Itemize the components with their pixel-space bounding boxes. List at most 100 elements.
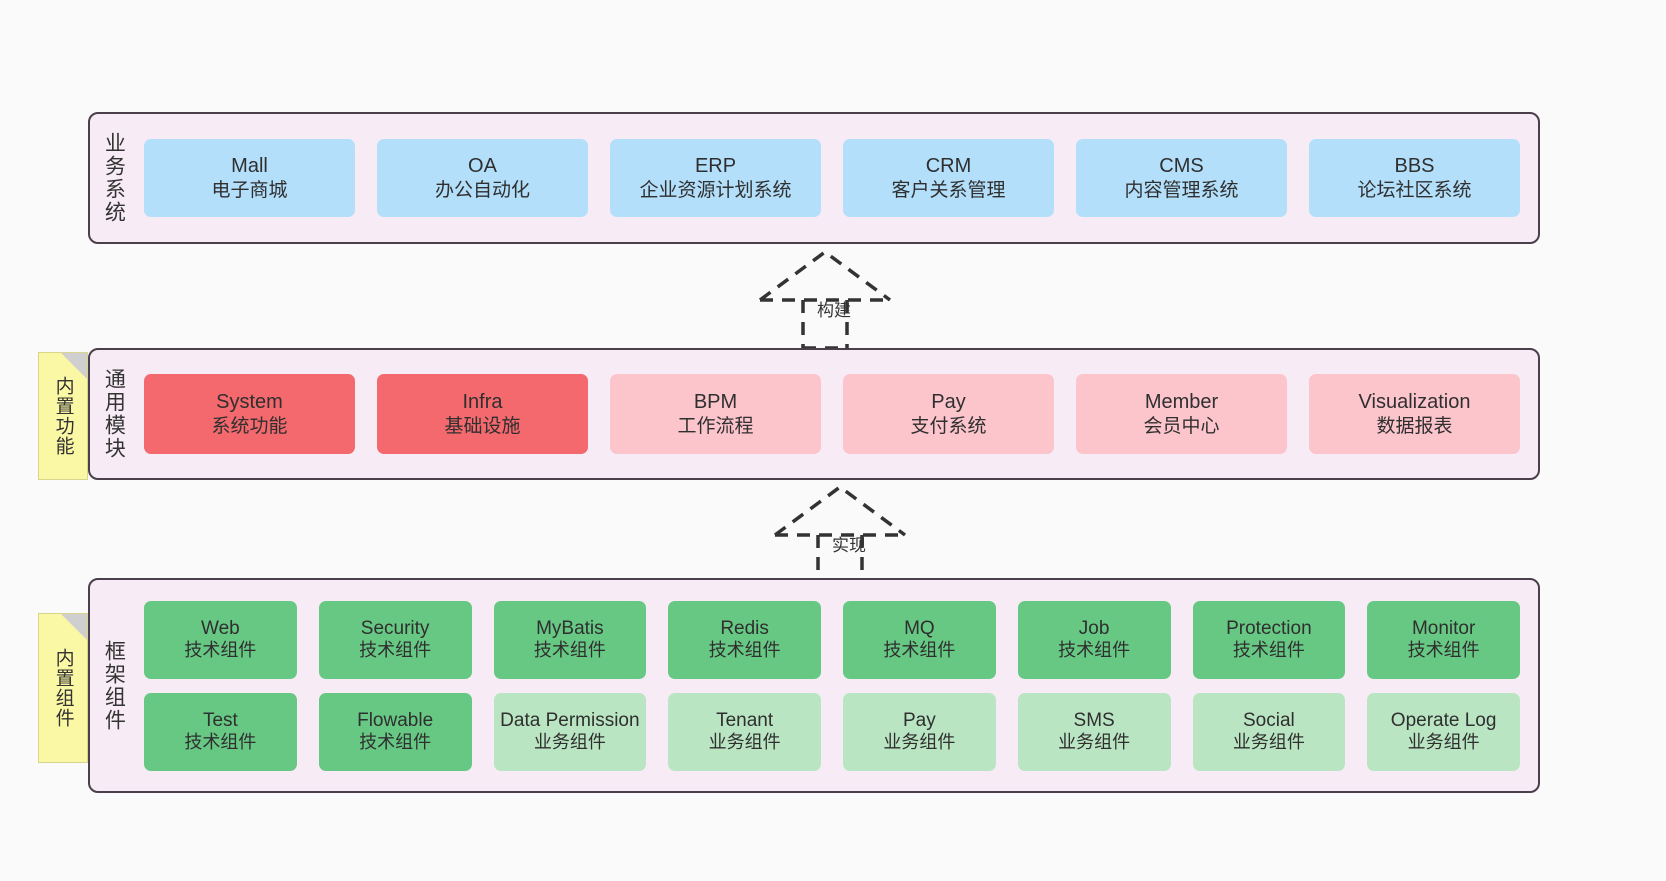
cell-title: Flowable — [357, 709, 434, 731]
cell-title: Test — [202, 709, 238, 731]
cell-title: Security — [360, 617, 430, 639]
cell-sms[interactable]: SMS 业务组件 — [1017, 692, 1171, 771]
layer-business-systems: 业务系统 Mall 电子商城 OA 办公自动化 ERP 企业资源计划系统 CRM… — [88, 112, 1540, 244]
cell-title: SMS — [1073, 709, 1115, 731]
cell-subtitle: 电子商城 — [211, 179, 288, 201]
cell-title: System — [216, 391, 283, 414]
cell-erp[interactable]: ERP 企业资源计划系统 — [610, 139, 821, 217]
note-builtin-components: 内置组件 — [38, 613, 88, 763]
cell-subtitle: 基础设施 — [444, 415, 521, 437]
page-fold-icon — [61, 353, 87, 379]
cell-subtitle: 技术组件 — [1232, 640, 1305, 661]
cell-subtitle: 业务组件 — [1407, 732, 1480, 753]
cell-data-permission[interactable]: Data Permission 业务组件 — [493, 692, 647, 771]
row-business-components: Test 技术组件 Flowable 技术组件 Data Permission … — [144, 692, 1520, 771]
cell-subtitle: 技术组件 — [708, 640, 781, 661]
page-fold-icon — [61, 614, 87, 640]
row-technical-components: Web 技术组件 Security 技术组件 MyBatis 技术组件 Redi… — [144, 600, 1520, 679]
cell-subtitle: 技术组件 — [359, 640, 432, 661]
arrow-label-implement: 实现 — [832, 536, 866, 555]
cell-subtitle: 业务组件 — [708, 732, 781, 753]
cell-web[interactable]: Web 技术组件 — [144, 600, 297, 679]
cell-pay-module[interactable]: Pay 支付系统 — [843, 374, 1054, 454]
cell-infra[interactable]: Infra 基础设施 — [377, 374, 588, 454]
cell-title: Member — [1144, 391, 1219, 414]
layer-common-modules: 通用模块 System 系统功能 Infra 基础设施 BPM 工作流程 Pay… — [88, 348, 1540, 480]
cell-subtitle: 技术组件 — [1407, 640, 1480, 661]
cell-title: Web — [201, 617, 240, 639]
cell-subtitle: 支付系统 — [910, 415, 987, 437]
cell-test[interactable]: Test 技术组件 — [144, 692, 297, 771]
cell-monitor[interactable]: Monitor 技术组件 — [1367, 600, 1520, 679]
cell-redis[interactable]: Redis 技术组件 — [668, 600, 821, 679]
cell-title: BBS — [1394, 155, 1435, 178]
cell-subtitle: 数据报表 — [1376, 415, 1453, 437]
note-text: 内置功能 — [52, 376, 74, 456]
cell-title: Pay — [931, 391, 966, 414]
cell-social[interactable]: Social 业务组件 — [1192, 692, 1346, 771]
cell-subtitle: 技术组件 — [184, 732, 257, 753]
cell-mybatis[interactable]: MyBatis 技术组件 — [493, 600, 647, 679]
cell-title: Tenant — [716, 709, 774, 731]
cell-title: ERP — [694, 155, 737, 178]
generalization-arrow-implement: 实现 — [770, 484, 940, 585]
cell-member[interactable]: Member 会员中心 — [1076, 374, 1287, 454]
cell-mq[interactable]: MQ 技术组件 — [843, 600, 996, 679]
cell-crm[interactable]: CRM 客户关系管理 — [843, 139, 1054, 217]
cell-title: Infra — [462, 391, 503, 414]
layer-title-common-modules: 通用模块 — [102, 368, 126, 460]
cell-subtitle: 业务组件 — [883, 732, 956, 753]
cell-job[interactable]: Job 技术组件 — [1017, 600, 1171, 679]
cell-subtitle: 内容管理系统 — [1124, 179, 1239, 201]
cell-subtitle: 技术组件 — [533, 640, 606, 661]
cell-tenant[interactable]: Tenant 业务组件 — [668, 692, 821, 771]
cell-title: MQ — [904, 617, 935, 639]
cell-title: Protection — [1226, 617, 1312, 639]
cell-title: OA — [468, 155, 497, 178]
cell-pay-component[interactable]: Pay 业务组件 — [843, 692, 996, 771]
layer-body-common-modules: System 系统功能 Infra 基础设施 BPM 工作流程 Pay 支付系统… — [136, 350, 1538, 478]
arrow-label-build: 构建 — [817, 301, 851, 320]
cell-mall[interactable]: Mall 电子商城 — [144, 139, 355, 217]
cell-bpm[interactable]: BPM 工作流程 — [610, 374, 821, 454]
cell-subtitle: 业务组件 — [533, 732, 606, 753]
cell-title: BPM — [693, 391, 738, 414]
cell-title: CRM — [925, 155, 972, 178]
cell-flowable[interactable]: Flowable 技术组件 — [318, 692, 472, 771]
cell-subtitle: 论坛社区系统 — [1357, 179, 1472, 201]
cell-subtitle: 技术组件 — [883, 640, 956, 661]
cell-title: Monitor — [1411, 617, 1476, 639]
cell-subtitle: 会员中心 — [1143, 415, 1220, 437]
cell-protection[interactable]: Protection 技术组件 — [1192, 600, 1346, 679]
cell-title: Job — [1078, 617, 1110, 639]
cell-title: CMS — [1159, 155, 1204, 178]
cell-subtitle: 客户关系管理 — [891, 179, 1006, 201]
cell-subtitle: 企业资源计划系统 — [639, 179, 792, 201]
cell-system[interactable]: System 系统功能 — [144, 374, 355, 454]
cell-bbs[interactable]: BBS 论坛社区系统 — [1309, 139, 1520, 217]
row-business-systems: Mall 电子商城 OA 办公自动化 ERP 企业资源计划系统 CRM 客户关系… — [144, 139, 1520, 217]
note-text: 内置组件 — [52, 648, 74, 728]
cell-security[interactable]: Security 技术组件 — [318, 600, 472, 679]
cell-oa[interactable]: OA 办公自动化 — [377, 139, 588, 217]
layer-title-business-systems: 业务系统 — [102, 132, 126, 224]
generalization-arrow-build: 构建 — [755, 249, 925, 350]
cell-cms[interactable]: CMS 内容管理系统 — [1076, 139, 1287, 217]
cell-subtitle: 办公自动化 — [434, 179, 530, 201]
cell-title: Operate Log — [1390, 709, 1497, 731]
cell-visualization[interactable]: Visualization 数据报表 — [1309, 374, 1520, 454]
cell-title: Visualization — [1358, 391, 1471, 414]
cell-title: Mall — [231, 155, 268, 178]
cell-subtitle: 业务组件 — [1058, 732, 1131, 753]
cell-title: Data Permission — [500, 709, 640, 731]
cell-subtitle: 工作流程 — [677, 415, 754, 437]
cell-operate-log[interactable]: Operate Log 业务组件 — [1367, 692, 1520, 771]
cell-subtitle: 技术组件 — [359, 732, 432, 753]
cell-subtitle: 业务组件 — [1232, 732, 1305, 753]
layer-title-framework-components: 框架组件 — [102, 639, 126, 732]
layer-body-business-systems: Mall 电子商城 OA 办公自动化 ERP 企业资源计划系统 CRM 客户关系… — [136, 114, 1538, 242]
note-builtin-functions: 内置功能 — [38, 352, 88, 480]
cell-title: MyBatis — [536, 617, 604, 639]
layer-framework-components: 框架组件 Web 技术组件 Security 技术组件 MyBatis 技术组件… — [88, 578, 1540, 793]
layer-body-framework-components: Web 技术组件 Security 技术组件 MyBatis 技术组件 Redi… — [136, 580, 1538, 791]
